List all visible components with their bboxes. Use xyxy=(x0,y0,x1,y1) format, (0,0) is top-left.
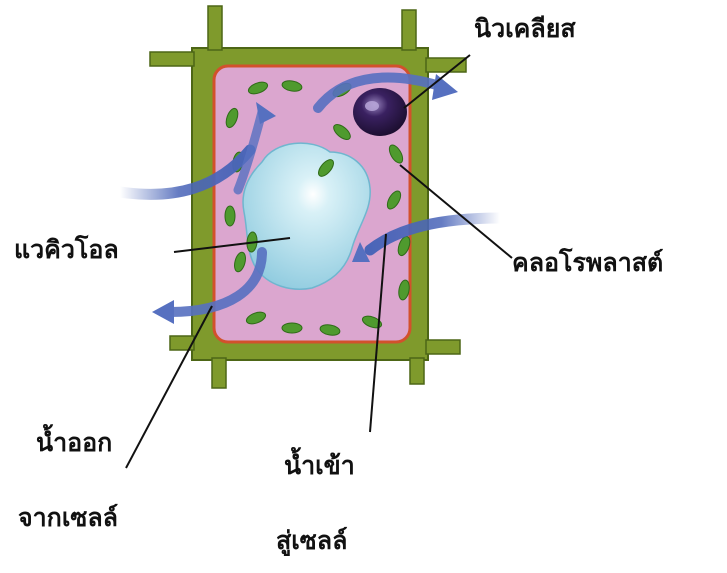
nucleolus xyxy=(365,101,379,111)
water-out-label-line1: น้ำออก xyxy=(36,430,112,455)
water-out-label-line2: จากเซลล์ xyxy=(18,505,118,530)
chloroplast xyxy=(225,206,235,226)
nucleus-label: นิวเคลียส xyxy=(474,16,576,41)
arrowhead xyxy=(432,74,458,100)
chloroplast-label: คลอโรพลาสต์ xyxy=(512,250,663,275)
nucleus xyxy=(353,88,407,136)
water-in-label-line2: สู่เซลล์ xyxy=(276,528,347,553)
arrowhead xyxy=(152,300,174,324)
water-in-label-line1: น้ำเข้า xyxy=(284,453,355,478)
chloroplast xyxy=(282,323,302,333)
pointer-water-out xyxy=(126,306,212,468)
vacuole-label: แวคิวโอล xyxy=(14,237,119,262)
